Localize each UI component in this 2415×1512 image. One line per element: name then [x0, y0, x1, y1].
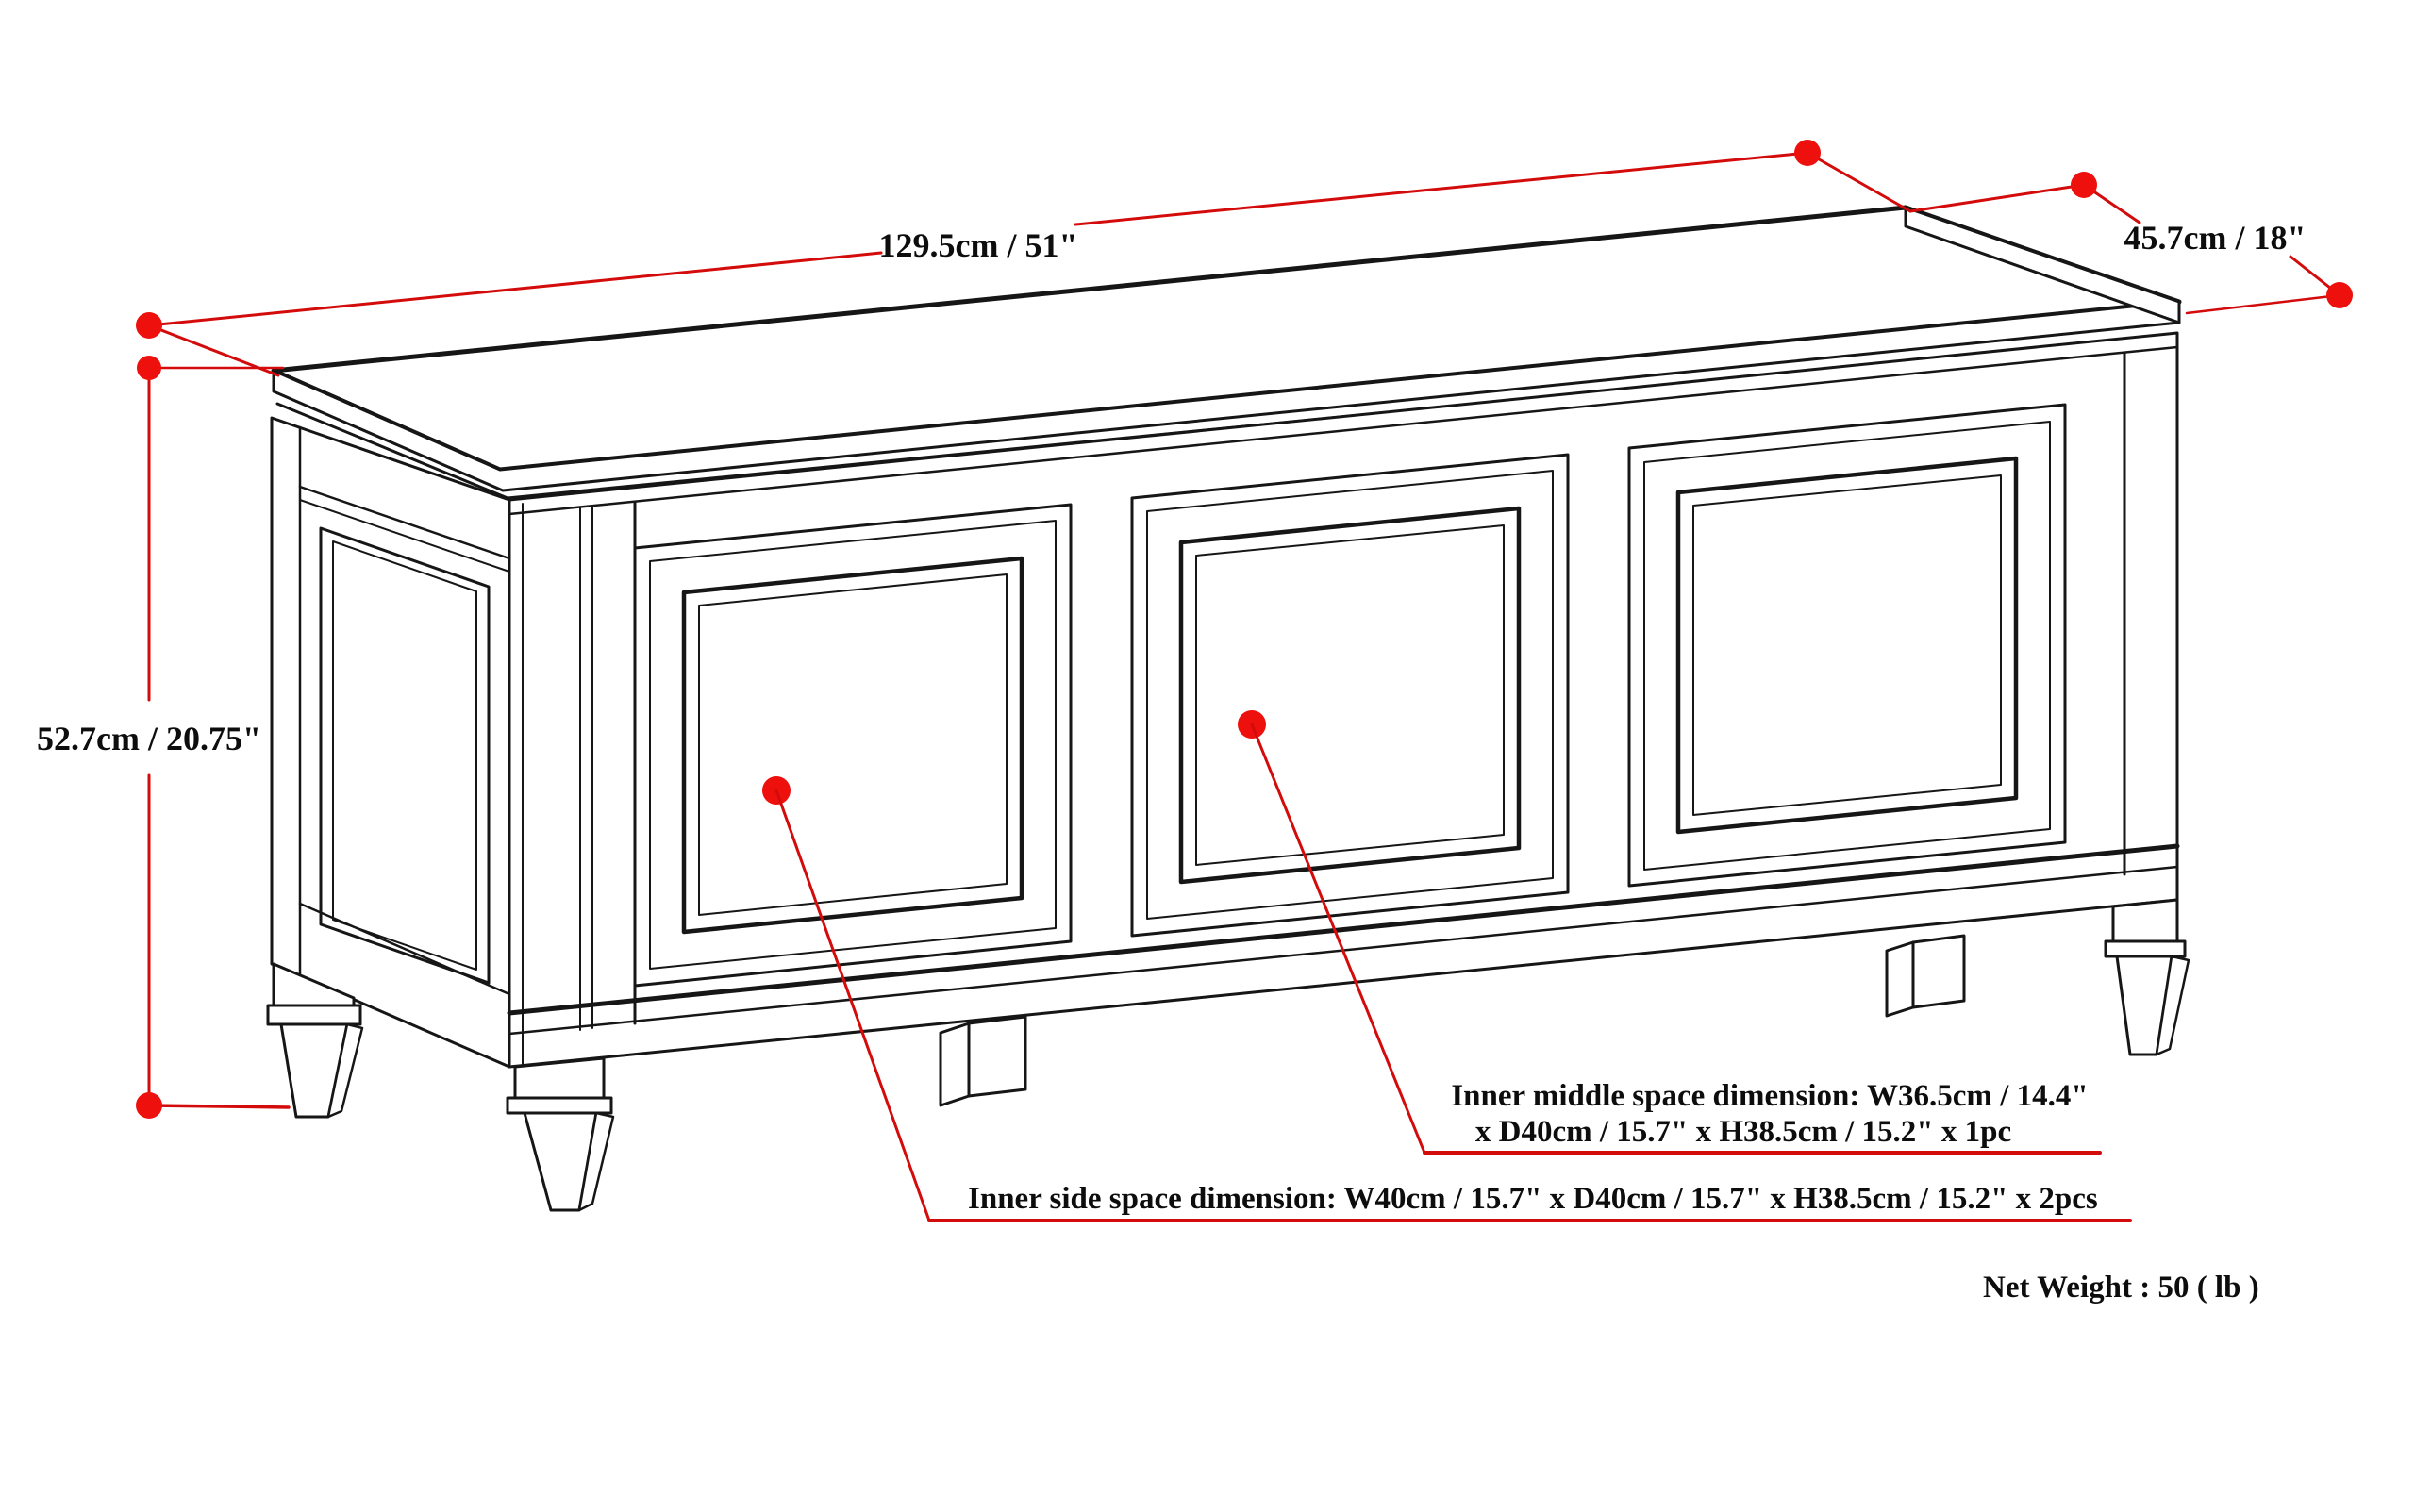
- dimension-dot: [137, 356, 161, 380]
- bench-side-face: [270, 416, 511, 1069]
- inner-foot-right: [1885, 934, 1966, 1018]
- net-weight-label: Net Weight : 50 ( lb ): [1983, 1271, 2259, 1304]
- inner-side-annotation-leader: [762, 776, 2132, 1222]
- height-dimension-label: 52.7cm / 20.75": [37, 720, 261, 757]
- leg-front-left: [506, 1056, 615, 1212]
- dimension-dot: [2071, 172, 2097, 198]
- depth-dimension: [1908, 172, 2353, 315]
- panel-right: [1627, 403, 2067, 888]
- leg-back-left: [266, 962, 364, 1119]
- dimension-dot: [136, 312, 162, 339]
- inner-middle-dimension-line2: x D40cm / 15.7" x H38.5cm / 15.2" x 1pc: [1475, 1115, 2011, 1149]
- inner-middle-dimension-line1: Inner middle space dimension: W36.5cm / …: [1451, 1079, 2088, 1113]
- dimension-dot: [136, 1092, 162, 1119]
- inner-side-dimension-label: Inner side space dimension: W40cm / 15.7…: [968, 1182, 2098, 1216]
- panel-middle: [1130, 453, 1570, 938]
- inner-middle-annotation-leader: [1238, 710, 2102, 1155]
- width-dimension-label: 129.5cm / 51": [879, 226, 1078, 264]
- panel-left: [633, 503, 1073, 988]
- inner-foot-left: [939, 1015, 1027, 1107]
- leg-front-right: [2104, 898, 2190, 1056]
- width-dimension: [136, 140, 1912, 377]
- height-dimension: [136, 356, 291, 1119]
- bench-top-surface: [271, 205, 2182, 517]
- dimension-dot: [2326, 282, 2353, 308]
- dimension-dot: [1794, 140, 1821, 166]
- depth-dimension-label: 45.7cm / 18": [2124, 219, 2307, 257]
- side-recessed-panel: [319, 526, 491, 985]
